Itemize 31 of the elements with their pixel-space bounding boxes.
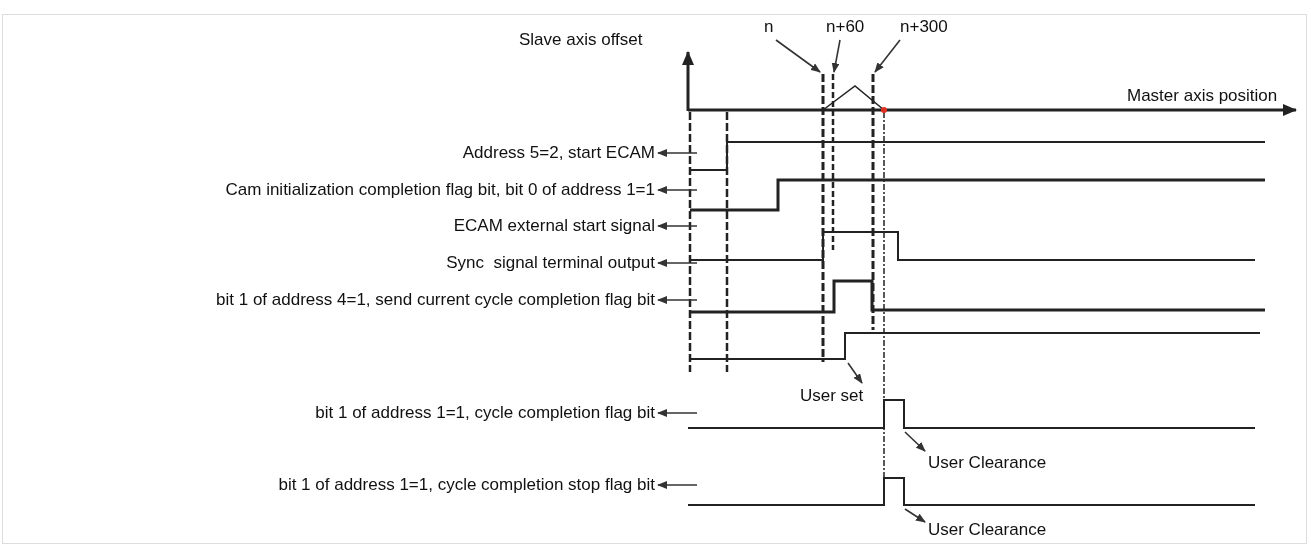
- arrow: [775, 39, 821, 73]
- signal-name: bit 1 of address 1=1, cycle completion flag bit: [315, 403, 655, 423]
- position-marker-label: n: [764, 17, 774, 37]
- signal-name: bit 1 of address 4=1, send current cycle completion flag bit: [216, 290, 655, 310]
- position-marker-label: n+300: [900, 17, 948, 37]
- position-marker-label: n+60: [826, 17, 865, 37]
- dashed-marker-line: [831, 74, 835, 250]
- annotation-text: User set: [800, 386, 864, 406]
- arrow: [657, 186, 698, 194]
- arrow: [904, 431, 926, 452]
- axis-label: Master axis position: [1127, 86, 1278, 106]
- signal-name: Cam initialization completion flag bit, bit 0 of address 1=1: [225, 180, 655, 200]
- arrow: [657, 296, 698, 304]
- arrow: [657, 222, 698, 230]
- arrow: [657, 481, 698, 489]
- dashed-marker-line: [821, 74, 825, 362]
- arrow: [657, 149, 698, 157]
- arrow: [847, 362, 863, 384]
- dashed-marker-line: [871, 74, 875, 330]
- arrow: [904, 508, 926, 523]
- signal-name: ECAM external start signal: [453, 216, 655, 236]
- annotation-text: User Clearance: [928, 520, 1047, 540]
- arrow: [657, 259, 698, 267]
- annotation-text: User Clearance: [928, 453, 1047, 473]
- signal-name: Address 5=2, start ECAM: [462, 143, 655, 163]
- axis-label: Slave axis offset: [519, 30, 643, 50]
- signal-name: Sync signal terminal output: [446, 253, 655, 273]
- signal-name: bit 1 of address 1=1, cycle completion stop flag bit: [278, 475, 655, 495]
- arrow: [874, 39, 901, 73]
- arrow: [831, 39, 841, 73]
- arrow: [657, 409, 698, 417]
